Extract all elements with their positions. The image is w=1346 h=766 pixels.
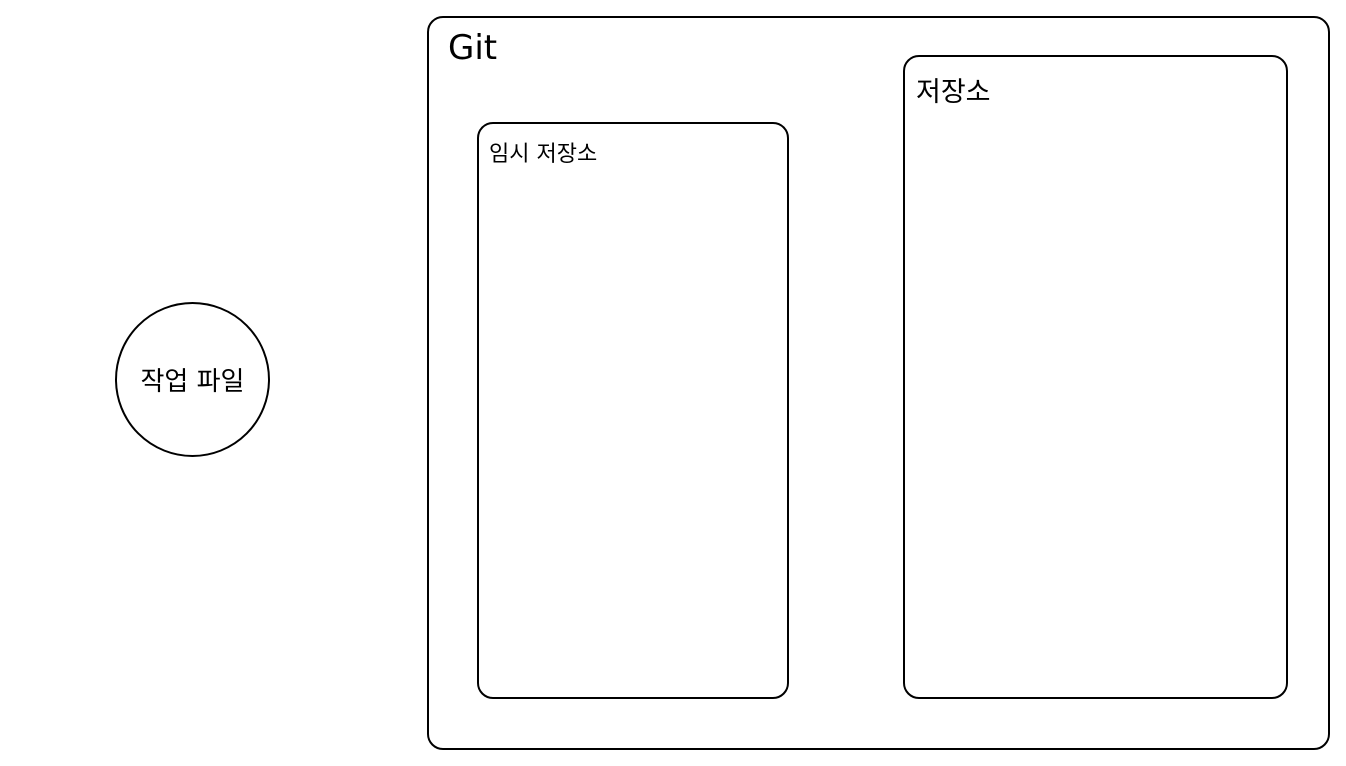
repository-box: 저장소: [903, 55, 1288, 699]
working-files-label: 작업 파일: [140, 367, 245, 397]
staging-area-box: 임시 저장소: [477, 122, 789, 699]
git-title: Git: [448, 28, 498, 68]
working-files-node: 작업 파일: [115, 302, 270, 457]
staging-area-title: 임시 저장소: [489, 142, 598, 167]
repository-title: 저장소: [916, 77, 991, 108]
